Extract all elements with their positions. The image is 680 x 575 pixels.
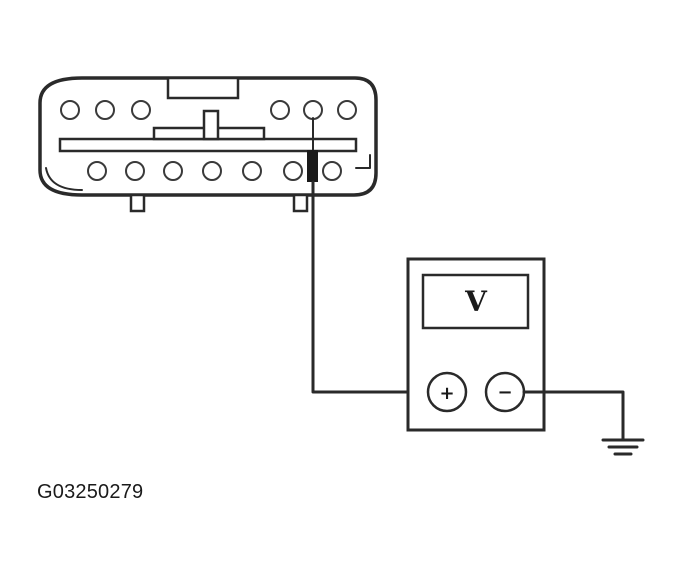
connector <box>38 76 378 213</box>
connector-pin <box>283 161 303 181</box>
negative-jack-symbol: − <box>497 382 512 403</box>
connector-pin-tested <box>303 100 323 120</box>
connector-top-latch <box>166 76 240 100</box>
connector-center-rib <box>58 137 358 153</box>
positive-test-lead <box>307 117 430 394</box>
voltmeter: V + − <box>406 257 546 432</box>
connector-pin <box>337 100 357 120</box>
connector-pin <box>95 100 115 120</box>
positive-jack-symbol: + <box>439 383 454 404</box>
connector-pin <box>270 100 290 120</box>
connector-pin <box>60 100 80 120</box>
connector-foot-right <box>292 193 309 213</box>
connector-pin <box>322 161 342 181</box>
connector-pin <box>125 161 145 181</box>
connector-pin <box>131 100 151 120</box>
connector-top-row <box>60 100 357 120</box>
positive-jack <box>426 371 468 413</box>
connector-inner-ridge-right <box>355 154 371 169</box>
connector-pin <box>87 161 107 181</box>
figure-id-label: G03250279 <box>37 481 144 503</box>
negative-test-lead <box>522 390 625 442</box>
connector-foot-left <box>129 193 146 213</box>
voltmeter-display-symbol: V <box>464 285 488 318</box>
ground-icon <box>601 438 645 456</box>
negative-lead-wire <box>522 390 625 442</box>
connector-pin <box>242 161 262 181</box>
connector-key-tab <box>202 109 220 141</box>
connector-bottom-row <box>87 161 342 181</box>
probe-handle <box>307 150 318 182</box>
connector-pin <box>163 161 183 181</box>
positive-lead-wire <box>311 180 430 394</box>
connector-inner-ridge <box>45 167 83 191</box>
voltmeter-display <box>421 273 530 330</box>
connector-pin <box>202 161 222 181</box>
